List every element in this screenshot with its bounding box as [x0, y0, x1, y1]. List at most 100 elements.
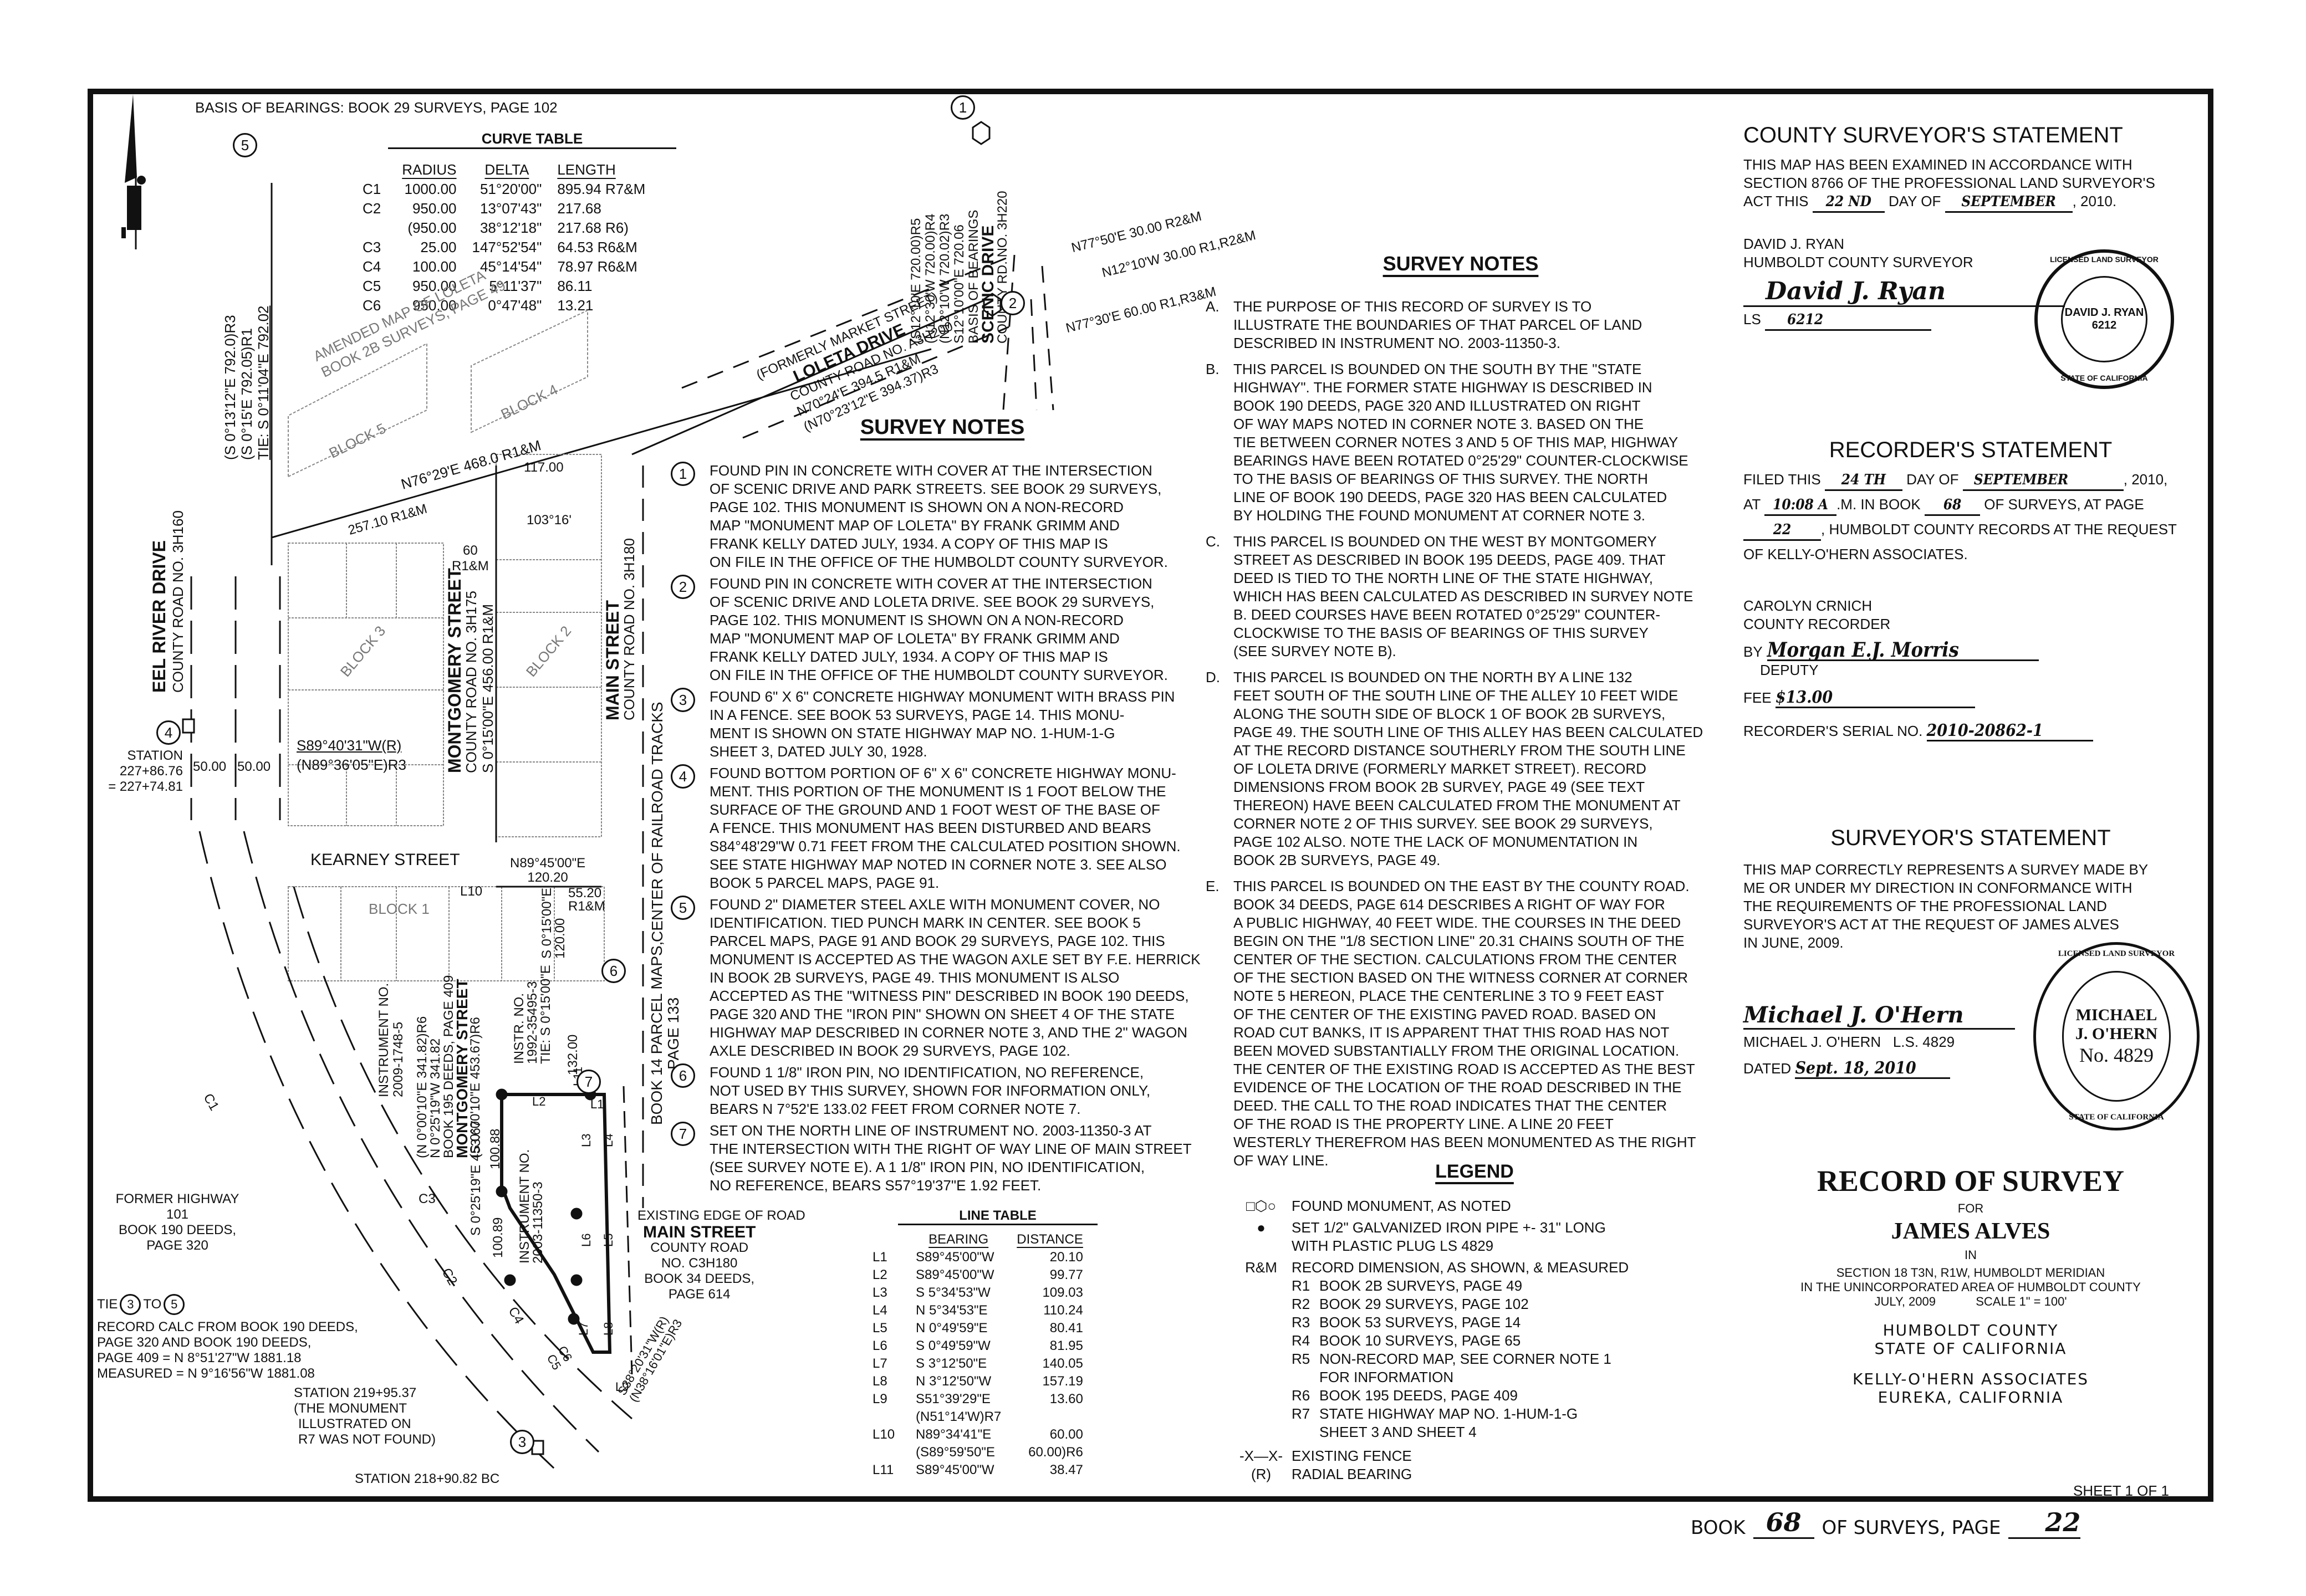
tie-s015: TIE: S 0°15'00"E	[538, 965, 553, 1064]
curve-delta: 147°52'54"	[472, 239, 542, 255]
dim-55-20: 55.20 R1&M	[568, 887, 605, 913]
station-219: STATION 219+95.37	[294, 1385, 417, 1400]
surveyor-statement: SURVEYOR'S STATEMENT THIS MAP CORRECTLY …	[1743, 826, 2198, 1079]
filed-year: , 2010,	[2123, 471, 2168, 488]
corner-note-marker: 5	[671, 896, 695, 920]
corner-marker-4-map: 4	[156, 720, 181, 745]
l4-label: L4	[601, 1133, 615, 1147]
tie-to: TO	[143, 1297, 162, 1312]
main-street-labels: MAIN STREET COUNTY ROAD NO. 3H180	[603, 538, 637, 720]
survey-note-d: D.THIS PARCEL IS BOUNDED ON THE NORTH BY…	[1206, 668, 1716, 869]
curve-radius: 25.00	[420, 239, 457, 255]
line-id: L11	[873, 1462, 894, 1477]
title-state: STATE OF CALIFORNIA	[1874, 1339, 2067, 1358]
monument-note-1: (THE MONUMENT	[294, 1401, 407, 1416]
brg-s89-40: S89°40'31"W(R)	[297, 737, 402, 754]
main-street-south-labels: MAIN STREET COUNTY ROAD NO. C3H180 BOOK …	[643, 1224, 756, 1302]
county-surveyor-title: COUNTY SURVEYOR'S STATEMENT	[1743, 123, 2123, 147]
title-firm: KELLY-O'HERN ASSOCIATES	[1852, 1370, 2089, 1388]
line-bearing: S 3°12'50"E	[916, 1356, 987, 1371]
ref-text: BOOK 2B SURVEYS, PAGE 49	[1319, 1277, 1523, 1294]
county-surveyor-role: HUMBOLDT COUNTY SURVEYOR	[1743, 254, 1973, 270]
title-date: JULY, 2009	[1874, 1295, 1936, 1308]
filed-prefix: FILED THIS	[1743, 471, 1821, 488]
ref-text: BOOK 53 SURVEYS, PAGE 14	[1319, 1314, 1521, 1331]
filed-time: 10:08 A	[1764, 496, 1837, 516]
curve-radius: 1000.00	[404, 181, 457, 197]
instrument-2003-labels: INSTRUMENT NO. 2003-11350-3	[517, 1149, 545, 1264]
line-col-id	[865, 1231, 908, 1249]
record-title: RECORD OF SURVEY	[1817, 1164, 2125, 1198]
curve-delta: 45°14'54"	[479, 258, 542, 275]
line-col-distance: DISTANCE	[1017, 1232, 1083, 1247]
curve-id: C6	[363, 297, 381, 314]
filed-records: , HUMBOLDT COUNTY RECORDS AT THE REQUEST	[1821, 521, 2177, 538]
county-surveyor-signature: David J. Ryan	[1743, 277, 2065, 307]
line-distance: 20.10	[1049, 1250, 1083, 1265]
legend-title: LEGEND	[1435, 1161, 1514, 1182]
sheet-border	[88, 89, 2213, 1502]
line-distance: 60.00	[1049, 1427, 1083, 1442]
recorder-title: RECORDER'S STATEMENT	[1829, 438, 2113, 462]
curve-col-length: LENGTH	[557, 161, 616, 178]
corner-marker-3: 3	[120, 1294, 141, 1315]
station-value-2: = 227+74.81	[108, 779, 183, 794]
corner-note-text: FOUND PIN IN CONCRETE WITH COVER AT THE …	[710, 462, 1168, 570]
legend-item-set: ●SET 1/2" GALVANIZED IRON PIPE +- 31" LO…	[1231, 1219, 1718, 1255]
title-location-1: SECTION 18 T3N, R1W, HUMBOLDT MERIDIAN	[1836, 1266, 2105, 1280]
title-county: HUMBOLDT COUNTY	[1882, 1321, 2059, 1339]
line-distance: 157.19	[1042, 1374, 1083, 1389]
line-id: L3	[873, 1285, 887, 1300]
curve-col-radius: RADIUS	[402, 161, 457, 178]
curve-radius: (950.00	[407, 219, 457, 236]
curve-delta: 0°47'48"	[488, 297, 542, 314]
tie-calc-3: PAGE 409 = N 8°51'27"W 1881.18	[97, 1351, 302, 1365]
title-scale: SCALE 1" = 100'	[1976, 1295, 2067, 1308]
c3-label: C3	[419, 1191, 436, 1206]
act-day: 22 ND	[1812, 193, 1885, 213]
corner-note-text: FOUND 2" DIAMETER STEEL AXLE WITH MONUME…	[710, 896, 1201, 1059]
survey-note-text: THE PURPOSE OF THIS RECORD OF SURVEY IS …	[1233, 298, 1642, 351]
corner-note-marker: 1	[671, 462, 695, 486]
scenic-road: COUNTY RD. NO. 3H220	[995, 191, 1010, 344]
curve-table-title: CURVE TABLE	[388, 130, 676, 149]
survey-note-letter: C.	[1206, 533, 1220, 550]
scenic-name: SCENIC DRIVE	[979, 225, 997, 344]
footer-book-page: BOOK 68 OF SURVEYS, PAGE 22	[1691, 1507, 2081, 1539]
found-monument-icon: □⬡○	[1246, 1198, 1277, 1214]
line-bearing: (N51°14'W)R7	[916, 1409, 1002, 1424]
corner-marker-5-map: 5	[233, 133, 257, 157]
line-distance: 60.00)R6	[1028, 1445, 1083, 1460]
brg-s015-distance: 120.00	[553, 918, 568, 959]
main-street-name: MAIN STREET	[603, 600, 623, 720]
station-4-labels: STATION 227+86.76 = 227+74.81	[100, 748, 183, 795]
ref-text: BOOK 195 DEEDS, PAGE 409	[1319, 1387, 1518, 1404]
surveyor-seal-name1: MICHAEL	[2075, 1006, 2157, 1024]
recorder-time-line: AT 10:08 A.M. IN BOOK 68 OF SURVEYS, AT …	[1743, 495, 2198, 516]
surveyor-seal-top: LICENSED LAND SURVEYOR	[2058, 949, 2175, 958]
scenic-bearing-r5: (S12°10'E 720.00)R5	[909, 218, 924, 344]
instr-1992-labels: INSTR. NO. 1992-35495-3 TIE: S 0°15'00"E	[512, 965, 553, 1064]
corner-note-text: FOUND PIN IN CONCRETE WITH COVER AT THE …	[710, 575, 1168, 683]
line-distance: 99.77	[1049, 1267, 1083, 1282]
l3-label: L3	[579, 1133, 593, 1147]
county-surveyor-seal: DAVID J. RYAN 6212 LICENSED LAND SURVEYO…	[2034, 249, 2174, 389]
main-street-south-page: PAGE 614	[668, 1287, 731, 1302]
ref-text: BOOK 29 SURVEYS, PAGE 102	[1319, 1296, 1529, 1312]
instrument-2003-no: 2003-11350-3	[530, 1181, 545, 1264]
curve-length: 895.94 R7&M	[557, 181, 646, 197]
filed-time-suffix: .M. IN BOOK	[1836, 496, 1921, 513]
line-id	[865, 1408, 908, 1426]
instrument-2009-no: 2009-1748-5	[391, 1021, 406, 1097]
